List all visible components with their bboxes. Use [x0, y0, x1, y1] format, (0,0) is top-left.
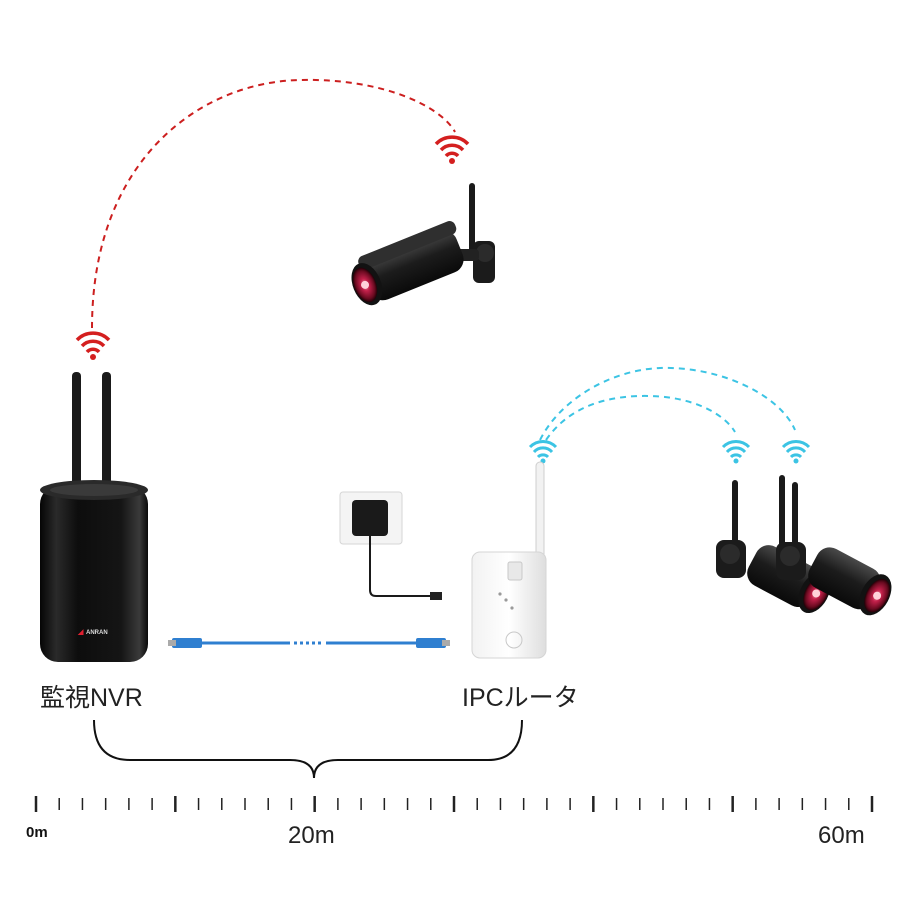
camera-icon [779, 475, 785, 549]
router-label: IPCルータ [462, 684, 579, 712]
nvr-brand-text: ANRAN [86, 630, 108, 636]
wifi-icon [781, 440, 811, 464]
router-device-icon [471, 461, 547, 659]
nvr-label: 監視NVR [40, 684, 143, 712]
ethernet-cable-icon [168, 638, 450, 648]
nvr-camera-wireless-link [91, 78, 456, 329]
camera-icon [343, 183, 495, 310]
wifi-icon [434, 135, 470, 164]
nvr-device-icon: ◢ ANRAN [40, 372, 148, 662]
distance-bracket [93, 719, 523, 779]
nvr-brand-logo: ◢ [77, 629, 84, 636]
wifi-icon [75, 331, 111, 360]
wifi-icon [721, 440, 751, 464]
camera-icon [716, 480, 831, 614]
router-camera1-wireless-link [545, 394, 736, 441]
distance-scale-ruler [34, 796, 874, 812]
power-adapter-icon [339, 491, 442, 600]
scale-mid-label: 20m [288, 822, 335, 849]
scale-end-label: 60m [818, 822, 865, 849]
camera-icon [776, 482, 892, 616]
router-camera2-wireless-link [539, 366, 796, 441]
wifi-icon [528, 440, 558, 464]
scale-start-label: 0m [26, 824, 48, 841]
